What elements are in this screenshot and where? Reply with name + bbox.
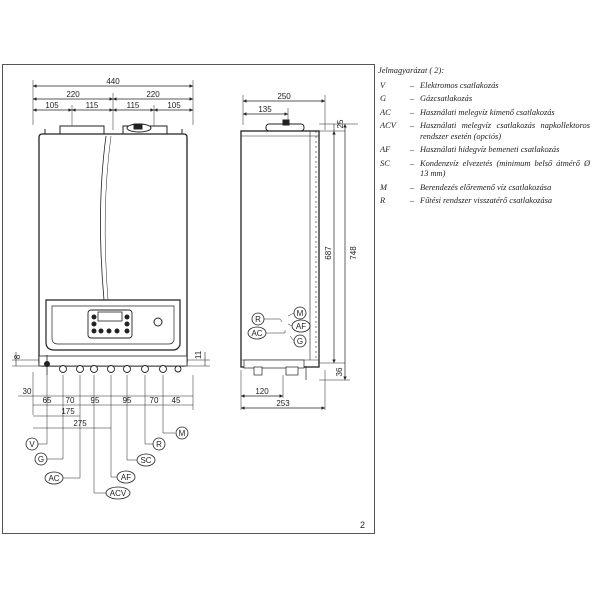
legend-item: R –Fűtési rendszer visszatérő csatlakozás… [378,196,590,207]
dim-top-seg-4: 105 [167,101,181,110]
legend-code: AF [380,145,391,154]
dim-side-120: 120 [255,387,269,396]
side-connector-r-label: R [255,315,261,324]
legend-code: M [380,182,387,192]
dim-bottom-65: 65 [43,396,52,405]
legend-list: V–Elektromos csatlakozás G–Gázcsatlakozá… [378,81,590,207]
legend-text: Elektromos csatlakozás [420,80,499,90]
legend-item: ACV –Használati melegvíz csatlakozás napk… [378,121,590,142]
page-number: 2 [360,520,366,530]
diagram-frame [2,64,375,534]
legend-code: AC [380,107,391,117]
dim-bottom-45: 45 [172,396,181,405]
legend-text: Használati hidegvíz bemeneti csatlakozás [420,145,560,154]
legend-text: Használati melegvíz kimenő csatlakozás [420,107,555,117]
dim-right-11: 11 [194,350,203,359]
legend-dash: – [410,121,415,130]
dim-left-8: 8 [13,354,22,359]
legend-text: Használati melegvíz csatlakozás napkolle… [420,121,590,141]
legend-item: M –Berendezés előremenő víz csatlakozása [378,183,590,194]
legend-text: Kondenzvíz elvezetés (minimum belső átmé… [420,158,590,179]
side-connector-m-label: M [297,309,304,318]
legend-dash: – [410,182,415,192]
legend: Jelmagyarázat ( 2): V–Elektromos csatlak… [378,66,590,210]
side-view [240,95,358,410]
dim-side-135: 135 [258,105,272,114]
dim-bottom-175: 175 [61,407,75,416]
connector-af-label: AF [121,473,131,482]
connector-sc-label: SC [140,456,151,465]
legend-code: G [380,94,387,103]
dim-depth-total: 250 [277,92,291,101]
legend-dash: – [410,80,415,90]
connector-m-label: M [179,429,186,438]
dim-top-seg-1: 105 [45,101,59,110]
dim-side-253: 253 [276,399,290,408]
legend-text: Gázcsatlakozás [420,94,473,103]
dim-side-748: 748 [349,246,358,260]
side-connector-af-label: AF [296,322,306,331]
front-view [12,80,210,500]
legend-item: V –Elektromos csatlakozás [378,81,590,92]
legend-code: ACV [380,121,396,130]
legend-code: V [380,80,386,90]
legend-dash: – [410,145,415,154]
dim-top-seg-3: 115 [127,101,140,110]
side-connector-g-label: G [297,337,303,346]
connector-r-label: R [156,440,162,449]
dim-bottom-70a: 70 [66,396,75,405]
legend-code: SC [380,158,390,168]
dim-side-25: 25 [336,119,345,128]
dim-half-left: 220 [66,90,80,99]
connector-v-label: V [29,440,35,449]
legend-text: Berendezés előremenő víz csatlakozása [420,182,552,192]
side-connector-ac-label: AC [251,329,262,338]
dim-half-right: 220 [146,90,160,99]
legend-code: R [380,196,386,205]
legend-title: Jelmagyarázat ( 2): [378,66,445,75]
legend-item: SC –Kondenzvíz elvezetés (minimum belső á… [378,159,590,180]
dim-side-36: 36 [335,367,344,376]
dim-side-687: 687 [324,246,333,260]
legend-item: AF –Használati hidegvíz bemeneti csatlako… [378,145,590,156]
dim-bottom-70b: 70 [150,396,159,405]
legend-item: G –Gázcsatlakozás [378,94,590,105]
legend-item: AC –Használati melegvíz kimenő csatlakozá… [378,108,590,119]
connector-g-label: G [38,455,44,464]
legend-dash: – [410,158,415,168]
legend-text: Fűtési rendszer visszatérő csatlakozása [420,196,553,205]
connector-acv-label: ACV [110,489,127,498]
dim-top-seg-2: 115 [86,101,99,110]
connector-ac-label: AC [48,474,59,483]
dim-bottom-30: 30 [23,387,32,396]
dim-bottom-95b: 95 [123,396,132,405]
dim-bottom-95a: 95 [91,396,100,405]
legend-dash: – [410,107,415,117]
legend-dash: – [410,196,415,205]
dim-width-total: 440 [106,77,120,86]
dim-bottom-275: 275 [73,419,87,428]
legend-dash: – [410,94,415,103]
